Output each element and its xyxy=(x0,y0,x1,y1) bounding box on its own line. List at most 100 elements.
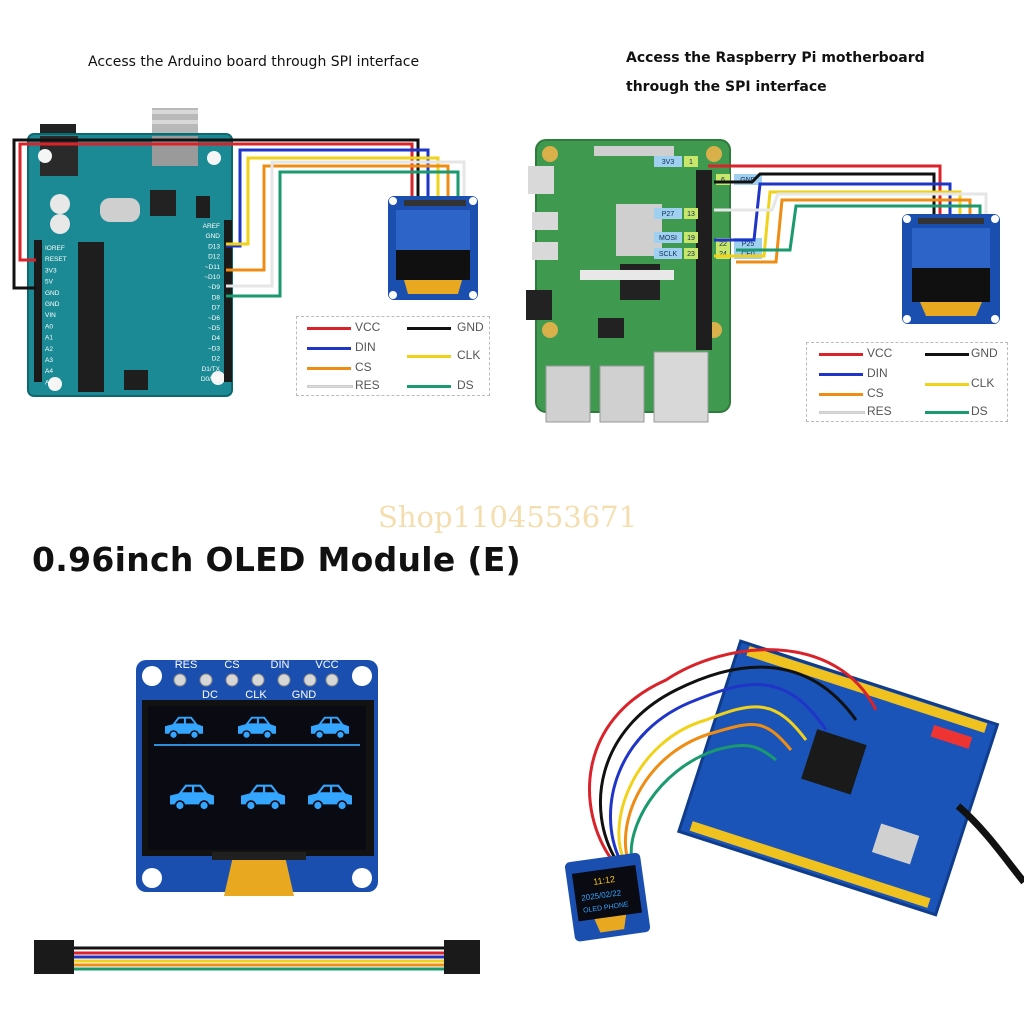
arduino-wires xyxy=(12,138,466,298)
wire-cs xyxy=(226,164,450,272)
header-pin xyxy=(251,673,265,687)
car-icon xyxy=(165,716,203,740)
arduino-caption: Access the Arduino board through SPI int… xyxy=(88,54,420,70)
rpi-legend-res-label: RES xyxy=(867,404,892,418)
car-window xyxy=(248,718,268,724)
oled-pin-label-top: RES xyxy=(175,659,198,671)
rpi-legend-din-label: DIN xyxy=(867,366,888,380)
rpi-wire-ds xyxy=(736,204,982,252)
rpi-pin-num-bg xyxy=(684,248,698,259)
rpi-pin-name-bg xyxy=(734,248,762,259)
car-wheel xyxy=(169,730,179,740)
car-wheel xyxy=(312,800,324,811)
rpi-pin-name-bg xyxy=(654,232,682,243)
arduino-pin-label: GND xyxy=(45,290,60,297)
rpi-legend-cs-label: CS xyxy=(867,386,884,400)
header-pin xyxy=(199,673,213,687)
arduino-legend: VCC GND DIN CLK CS RES DS xyxy=(296,316,490,396)
rpi-pin-num-bg xyxy=(684,156,698,167)
car-icon xyxy=(241,784,285,811)
arduino-pin-label: D7 xyxy=(212,305,221,312)
rpi-pin-tag: MOSI 19 xyxy=(654,232,698,243)
car-body xyxy=(241,784,285,805)
car-window xyxy=(182,786,205,793)
arduino-pin-label: D8 xyxy=(212,294,221,301)
oled-pin-label-top: DIN xyxy=(271,659,290,671)
legend-ds-swatch xyxy=(407,385,451,388)
rpi-pin-number: 23 xyxy=(687,251,695,258)
legend-cs-swatch xyxy=(307,367,351,370)
oled-screen-graphics xyxy=(165,716,352,811)
arduino-pin-label: ~D3 xyxy=(208,345,220,352)
legend-res-swatch xyxy=(307,385,353,388)
arduino-pin-label: GND xyxy=(45,301,60,308)
rpi-wire-res xyxy=(714,192,988,218)
car-wheel xyxy=(269,800,281,811)
car-icon xyxy=(170,784,214,811)
rpi-pin-name: P25 xyxy=(742,241,755,248)
oled-pin-label-top: VCC xyxy=(315,659,338,671)
rpi-pin-num-bg xyxy=(716,238,730,249)
rpi-pin-name-bg xyxy=(654,156,682,167)
car-window xyxy=(320,786,343,793)
rpi-pin-tag: SCLK 23 xyxy=(654,248,698,259)
car-wheel xyxy=(336,800,348,811)
header-pin xyxy=(277,673,291,687)
rpi-legend-res-swatch xyxy=(819,411,865,414)
arduino-pin-label: RESET xyxy=(45,256,67,263)
wire-ds xyxy=(226,170,460,298)
wire-vcc xyxy=(18,142,414,262)
rpi-legend-clk-label: CLK xyxy=(971,376,995,390)
legend-gnd-swatch xyxy=(407,327,451,330)
car-window xyxy=(175,718,195,724)
rpi-pin-num-bg xyxy=(716,174,730,185)
rpi-pin-name: MOSI xyxy=(659,235,677,242)
arduino-pin-label: ~D11 xyxy=(205,264,221,271)
watermark: Shop1104553671 xyxy=(378,500,638,534)
car-wheel xyxy=(335,730,345,740)
rpi-pin-name: SCLK xyxy=(659,251,678,258)
car-wheel xyxy=(174,800,186,811)
rpi-wire-gnd xyxy=(714,172,936,218)
rpi-legend-clk-swatch xyxy=(925,383,969,386)
arduino-pin-label: D4 xyxy=(212,335,221,342)
rpi-caption-line2: through the SPI interface xyxy=(626,79,827,95)
rpi-pin-num-bg xyxy=(716,248,730,259)
header-pin xyxy=(303,673,317,687)
arduino-pin-label: AREF xyxy=(203,223,220,230)
arduino-pin-label: ~D5 xyxy=(208,325,220,332)
rpi-legend-gnd-label: GND xyxy=(971,346,998,360)
car-wheel xyxy=(242,730,252,740)
rpi-pin-number: 19 xyxy=(687,235,695,242)
rpi-legend-vcc-label: VCC xyxy=(867,346,893,360)
rpi-legend: VCC GND DIN CLK CS RES DS xyxy=(806,342,1008,422)
arduino-pin-label: GND xyxy=(206,233,221,240)
legend-vcc-label: VCC xyxy=(355,320,381,334)
photo-oled-line1: 11:12 xyxy=(593,874,616,887)
rpi-pin-name-bg xyxy=(654,248,682,259)
header-pin xyxy=(225,673,239,687)
arduino-pin-label: A4 xyxy=(45,368,53,375)
arduino-pin-label: ~D9 xyxy=(208,284,220,291)
arduino-pin-label: VIN xyxy=(45,312,56,319)
rpi-pin-name: P27 xyxy=(662,211,675,218)
header-pin xyxy=(325,673,339,687)
rpi-pin-num-bg xyxy=(684,232,698,243)
arduino-pin-label: A3 xyxy=(45,357,53,364)
legend-gnd-label: GND xyxy=(457,320,484,334)
car-wheel xyxy=(198,800,210,811)
page-title: 0.96inch OLED Module (E) xyxy=(32,540,521,579)
rpi-wires xyxy=(708,164,988,264)
oled-module-icon xyxy=(388,196,478,300)
oled-pin-label-top: CS xyxy=(224,659,239,671)
oled-pin-label-bottom: GND xyxy=(292,689,317,701)
oled-module-icon xyxy=(902,214,1000,324)
car-wheel xyxy=(189,730,199,740)
arduino-pin-label: D13 xyxy=(208,243,220,250)
jumper-cable-icon xyxy=(34,940,480,974)
